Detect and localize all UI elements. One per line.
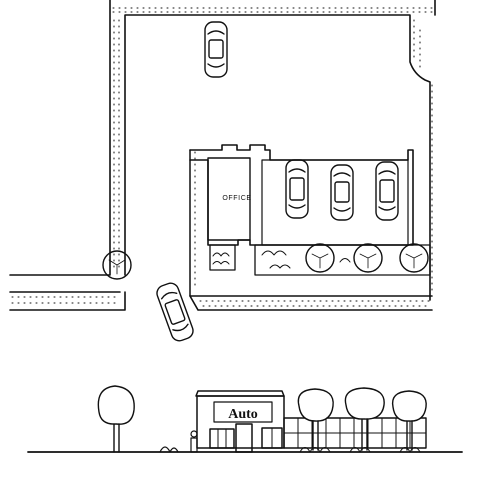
- tree-plan-1-detail: [311, 253, 329, 269]
- office-block: [207, 157, 251, 241]
- sign-board: [213, 401, 273, 423]
- service-car-2: [330, 164, 354, 221]
- tree-plan-2: [353, 243, 383, 273]
- planter-strip: [254, 244, 431, 276]
- sidewalk-stipple: [11, 296, 121, 304]
- frontage-stipple: [199, 300, 431, 307]
- service-wing: [283, 417, 427, 449]
- facade-shrubs: [299, 446, 421, 453]
- service-car-1: [285, 159, 309, 219]
- planter-strip-shrubs: [261, 250, 351, 269]
- elevation-tree-1: [297, 388, 334, 451]
- plan-view: OFFICE: [9, 0, 436, 342]
- pedestrian-figure: [190, 430, 198, 453]
- tree-plan-3-detail: [405, 253, 423, 269]
- planter-left-shrub: [212, 252, 230, 265]
- parked-car-top: [204, 21, 228, 78]
- elevation-tree-2: [344, 387, 385, 451]
- entering-car: [156, 282, 194, 342]
- service-car-3: [375, 161, 399, 221]
- bushes-left: [159, 446, 179, 453]
- elevation-tree-3: [391, 390, 427, 451]
- lot-boundary-inner: [124, 14, 431, 301]
- sidewalk-edges: [9, 291, 126, 311]
- elevation-tree-left: [97, 385, 135, 453]
- stipple-band-top: [112, 7, 433, 13]
- tree-corner-detail: [108, 259, 126, 275]
- stipple-band-left: [113, 19, 120, 271]
- lot-boundary-outer: [9, 0, 111, 276]
- showroom-building: [195, 390, 285, 453]
- tree-plan-1: [305, 243, 335, 273]
- tree-plan-2-detail: [359, 253, 377, 269]
- sign-label: Auto: [228, 407, 258, 422]
- tree-plan-3: [399, 243, 429, 273]
- tree-corner: [102, 250, 132, 280]
- frontage-strip: [189, 295, 433, 311]
- office-label: OFFICE: [222, 195, 251, 202]
- elevation-view: Auto: [27, 385, 463, 453]
- planter-left: [209, 244, 236, 271]
- stipple-band-right: [413, 19, 433, 296]
